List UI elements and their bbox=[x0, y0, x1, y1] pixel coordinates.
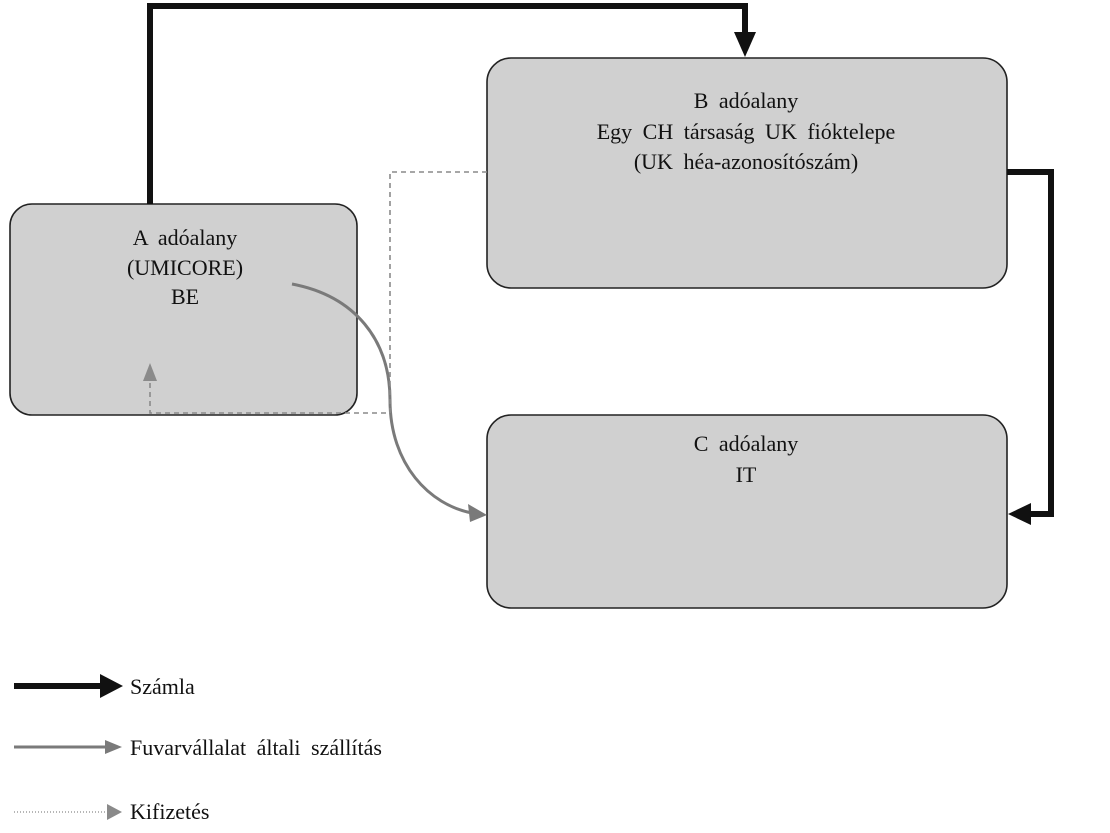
payment-arrow-b-to-a-line bbox=[149, 171, 487, 414]
invoice-arrow-b-to-c bbox=[1007, 169, 1054, 525]
legend-invoice-label: Számla bbox=[130, 674, 195, 699]
payment-arrow-b-to-a-head bbox=[143, 363, 157, 381]
node-c-country: IT bbox=[736, 462, 757, 487]
invoice-arrow-a-to-b bbox=[147, 3, 756, 204]
node-c-title: C adóalany bbox=[694, 431, 799, 456]
payment-arrow-b-to-a bbox=[143, 171, 487, 414]
legend-transport-head bbox=[105, 740, 122, 754]
legend-payment-head bbox=[107, 804, 122, 820]
node-a-title: A adóalany bbox=[133, 225, 238, 250]
node-b-description: Egy CH társaság UK fióktelepe bbox=[597, 119, 896, 144]
legend-item-transport: Fuvarvállalat általi szállítás bbox=[14, 735, 382, 760]
node-b: B adóalany Egy CH társaság UK fióktelepe… bbox=[486, 57, 1008, 289]
node-a-box bbox=[9, 203, 358, 416]
legend-invoice-head bbox=[100, 674, 123, 698]
node-b-vat-id: (UK héa-azonosítószám) bbox=[634, 149, 858, 174]
legend-item-payment: Kifizetés bbox=[14, 799, 209, 824]
node-a: A adóalany (UMICORE) BE bbox=[9, 203, 358, 416]
invoice-arrow-a-to-b-line bbox=[147, 3, 748, 204]
legend-transport-label: Fuvarvállalat általi szállítás bbox=[130, 735, 382, 760]
invoice-arrow-b-to-c-head bbox=[1008, 503, 1031, 525]
node-b-title: B adóalany bbox=[694, 88, 799, 113]
invoice-arrow-a-to-b-head bbox=[734, 32, 756, 57]
node-c: C adóalany IT bbox=[486, 414, 1008, 609]
invoice-arrow-b-to-c-line bbox=[1007, 169, 1054, 517]
legend: Számla Fuvarvállalat általi szállítás Ki… bbox=[14, 674, 382, 824]
node-c-box bbox=[486, 414, 1008, 609]
node-a-name: (UMICORE) bbox=[127, 255, 243, 280]
legend-item-invoice: Számla bbox=[14, 674, 195, 699]
transport-arrow-a-to-c-head bbox=[468, 504, 487, 522]
legend-payment-label: Kifizetés bbox=[130, 799, 209, 824]
node-a-country: BE bbox=[171, 284, 199, 309]
